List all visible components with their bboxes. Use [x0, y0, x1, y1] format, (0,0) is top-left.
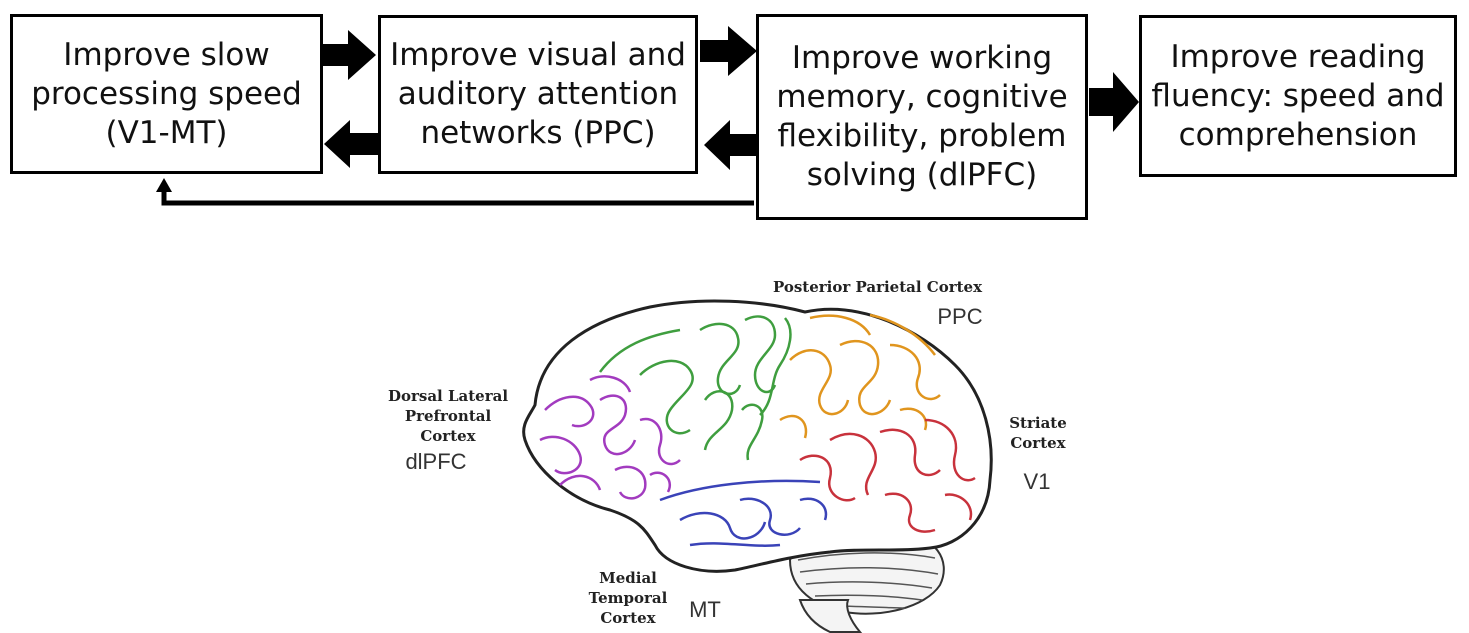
box-line: flexibility, problem — [777, 118, 1067, 154]
mt-name-label: Medial Temporal Cortex — [578, 568, 678, 628]
v1-name-line: Cortex — [1010, 434, 1066, 452]
ppc-abbr-label: PPC — [937, 304, 983, 329]
v1-name-line: Striate — [1009, 414, 1067, 432]
cerebrum-outline — [522, 299, 993, 573]
frontal-sulci — [539, 375, 681, 500]
mt-name-line: Cortex — [600, 609, 656, 627]
mt-name-line: Medial — [599, 569, 657, 587]
box-line: comprehension — [1178, 116, 1418, 153]
box-line: fluency: speed and — [1151, 77, 1445, 114]
box-line: Improve working — [791, 40, 1053, 76]
dlpfc-name-line: Dorsal Lateral — [387, 387, 509, 405]
box-line: auditory attention — [397, 76, 679, 112]
box-attention-networks: Improve visual and auditory attention ne… — [378, 15, 698, 174]
dlpfc-name-line: Prefrontal — [404, 407, 492, 425]
box-line: processing speed — [31, 75, 302, 112]
motor-sulci — [598, 315, 792, 461]
brain-stem — [798, 599, 863, 633]
box-line: Improve reading — [1170, 38, 1426, 75]
arrow-right-1-2 — [323, 30, 376, 80]
arrow-right-2-3 — [700, 26, 757, 76]
arrow-left-3-2 — [704, 120, 756, 170]
v1-name-label: Striate Cortex — [993, 413, 1083, 453]
box-line: solving (dlPFC) — [806, 157, 1038, 193]
box-line: (V1-MT) — [105, 114, 228, 151]
dlpfc-name-label: Dorsal Lateral Prefrontal Cortex — [368, 386, 528, 446]
box-working-memory: Improve working memory, cognitive flexib… — [756, 14, 1088, 220]
dlpfc-name-line: Cortex — [420, 427, 476, 445]
feedback-arrowhead — [156, 178, 172, 192]
arrow-right-3-4 — [1089, 72, 1139, 132]
box-line: memory, cognitive — [776, 79, 1068, 115]
box-line: networks (PPC) — [420, 115, 656, 151]
mt-abbr-label: MT — [689, 597, 721, 622]
arrow-left-2-1 — [324, 120, 378, 168]
box-reading-fluency: Improve reading fluency: speed and compr… — [1139, 15, 1457, 177]
box-processing-speed: Improve slow processing speed (V1-MT) — [10, 14, 323, 174]
feedback-line — [161, 190, 754, 206]
ppc-name-label: Posterior Parietal Cortex — [772, 278, 983, 296]
mt-name-line: Temporal — [588, 589, 668, 607]
temporal-sulci — [659, 479, 828, 547]
box-line: Improve slow — [63, 36, 270, 73]
occipital-sulci — [799, 418, 976, 533]
parietal-sulci — [779, 313, 941, 439]
box-line: Improve visual and — [390, 37, 686, 73]
dlpfc-abbr-label: dlPFC — [405, 449, 467, 474]
v1-abbr-label: V1 — [1023, 469, 1051, 494]
